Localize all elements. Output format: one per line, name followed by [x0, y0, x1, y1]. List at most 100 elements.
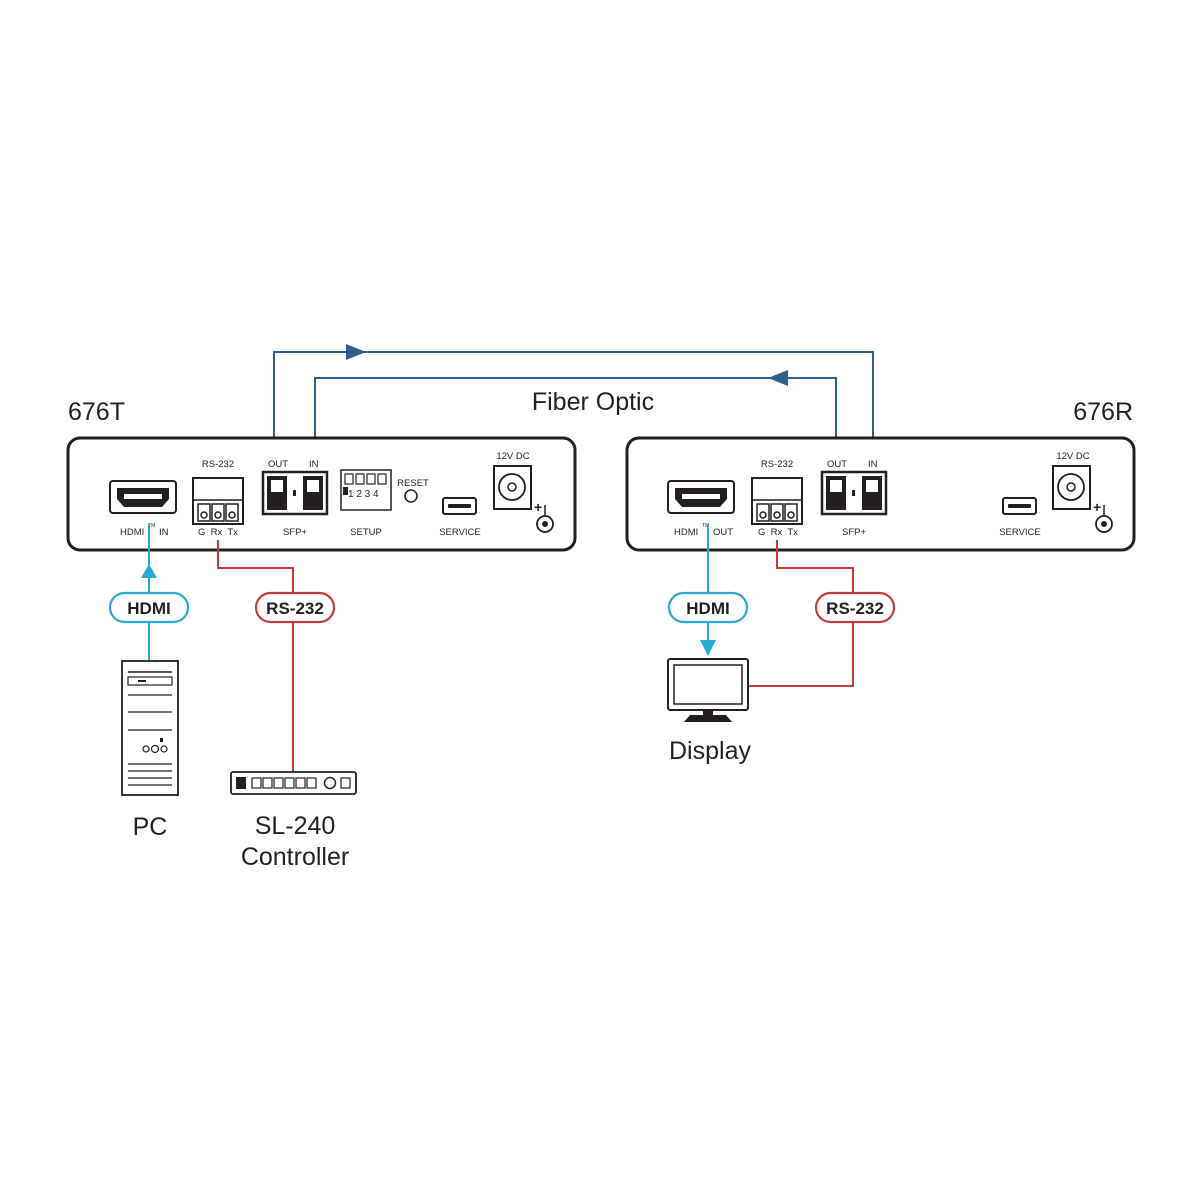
terminal-screw-rx [773, 511, 781, 519]
reset-label: RESET [397, 478, 429, 489]
rs232-tag-label: RS-232 [826, 599, 884, 618]
rs232-cable-display [748, 540, 854, 687]
sfp-out-label: OUT [827, 459, 847, 470]
fiber-arrow-right [346, 344, 366, 360]
controller-port [340, 777, 351, 789]
sfp-plus-port[interactable]: OUT IN SFP+ [820, 459, 888, 538]
service-label: SERVICE [439, 527, 481, 538]
monitor-neck [703, 710, 713, 715]
dip-switch-4[interactable] [377, 473, 387, 485]
rs232-cable-tag: RS-232 [814, 591, 896, 624]
dc-label: 12V DC [496, 451, 529, 462]
hdmi-arrow-up [141, 564, 157, 578]
rx-cables: HDMI RS-232 [667, 524, 896, 687]
hdmi-tag-label: HDMI [127, 599, 170, 618]
sfp-out-label: OUT [268, 459, 288, 470]
reset-button[interactable]: RESET [397, 478, 429, 503]
dc-jack-pin [507, 482, 517, 492]
monitor-screen [673, 664, 743, 705]
receiver-title: 676R [1073, 398, 1133, 426]
rs232-terminal-block[interactable]: RS-232 G Rx Tx [192, 459, 244, 538]
monitor-stand [684, 715, 732, 722]
power-12v-dc[interactable]: 12V DC + [1052, 451, 1113, 533]
rs232-tag-pill [814, 591, 896, 624]
sl240-controller-icon: SL-240 Controller [230, 771, 357, 871]
controller-key-4 [284, 777, 295, 789]
sfp-lane-in-window [866, 480, 878, 492]
sfp-lane-in-window [307, 480, 319, 492]
hdmi-cable-tag: HDMI [108, 591, 190, 624]
rs232-port-label: RS-232 [761, 459, 793, 470]
rs232-port-label: RS-232 [202, 459, 234, 470]
controller-logo-icon [236, 777, 246, 789]
pc-tower-icon: PC [121, 660, 179, 841]
dip-switch-3[interactable] [366, 473, 376, 485]
pc-led [160, 738, 163, 742]
hdmi-tag-pill [667, 591, 749, 624]
hdmi-port-label: HDMI [120, 527, 144, 538]
controller-key-3 [273, 777, 284, 789]
sfp-port-label: SFP+ [283, 527, 307, 538]
controller-key-2 [262, 777, 273, 789]
controller-key-1 [251, 777, 262, 789]
display-label: Display [669, 737, 751, 765]
service-usb-tongue [1008, 504, 1031, 508]
transmitter-title: 676T [68, 398, 125, 426]
controller-key-6 [306, 777, 317, 789]
sfp-port-label: SFP+ [842, 527, 866, 538]
hdmi-arrow-down [700, 640, 716, 656]
service-port[interactable]: SERVICE [999, 497, 1041, 538]
hdmi-tag-label: HDMI [686, 599, 729, 618]
terminal-screw-tx [228, 511, 236, 519]
fiber-optic-links: Fiber Optic [273, 344, 874, 456]
terminal-screw-tx [787, 511, 795, 519]
terminal-pin-labels: G Rx Tx [758, 527, 798, 538]
receiver-unit-676r: HDMI TM OUT RS-232 G Rx Tx OUT IN [625, 436, 1136, 552]
pc-button-1 [142, 745, 150, 753]
sfp-latch [852, 490, 855, 496]
hdmi-port-pins [682, 494, 720, 499]
terminal-screw-g [200, 511, 208, 519]
controller-knob [323, 776, 337, 790]
hdmi-port-label: HDMI [674, 527, 698, 538]
dip-switch-numbers: 1 2 3 4 [348, 489, 379, 500]
sfp-lane-out-window [271, 480, 283, 492]
hdmi-in-port[interactable]: HDMI TM IN [109, 480, 177, 538]
hdmi-port-pins [124, 494, 162, 499]
setup-dip-switch[interactable]: 1 2 3 4 SETUP [340, 469, 392, 538]
dip-switch-2[interactable] [355, 473, 365, 485]
dip-on-marker [343, 487, 348, 495]
controller-key-5 [295, 777, 306, 789]
pc-power-button [150, 744, 160, 754]
transmitter-unit-676t: HDMI TM IN RS-232 G Rx Tx OUT IN [66, 436, 577, 552]
hdmi-direction-label: OUT [713, 527, 733, 538]
setup-label: SETUP [350, 527, 382, 538]
rs232-terminal-block[interactable]: RS-232 G Rx Tx [751, 459, 803, 538]
power-12v-dc[interactable]: 12V DC + [493, 451, 554, 533]
tx-cables: HDMI RS-232 [108, 524, 336, 772]
pc-case [121, 660, 179, 796]
sfp-plus-port[interactable]: OUT IN SFP+ [261, 459, 329, 538]
hdmi-cable-tag: HDMI [667, 591, 749, 624]
hdmi-out-port[interactable]: HDMI TM OUT [667, 480, 735, 538]
controller-label-line2: Controller [241, 843, 349, 871]
fiber-optic-label: Fiber Optic [532, 388, 654, 416]
sfp-in-label: IN [309, 459, 319, 470]
dc-polarity-plus-icon: + [1093, 499, 1101, 515]
sfp-latch [293, 490, 296, 496]
dip-switch-1[interactable] [344, 473, 354, 485]
service-port[interactable]: SERVICE [439, 497, 481, 538]
dc-polarity-plus-icon: + [534, 499, 542, 515]
reset-hole [404, 489, 418, 503]
dc-polarity-dot [542, 521, 548, 527]
terminal-screw-rx [214, 511, 222, 519]
pc-label: PC [133, 813, 168, 841]
display-monitor-icon: Display [667, 658, 751, 765]
terminal-pin-labels: G Rx Tx [198, 527, 238, 538]
fiber-line-tx-to-rx [273, 351, 874, 456]
hdmi-tm-mark: TM [148, 523, 155, 529]
hdmi-tag-pill [108, 591, 190, 624]
rs232-cable-controller [217, 540, 294, 772]
sfp-in-label: IN [868, 459, 878, 470]
